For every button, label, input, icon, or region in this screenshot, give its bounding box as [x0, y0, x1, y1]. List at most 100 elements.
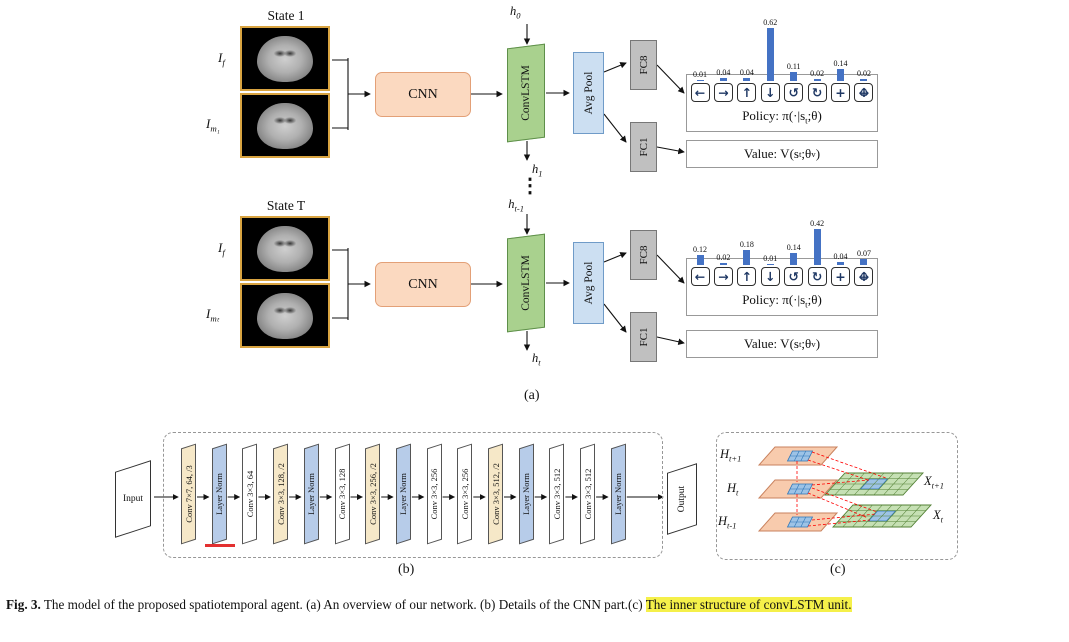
brain-scan — [257, 35, 313, 82]
convlstm-block-statet: ConvLSTM — [507, 233, 545, 333]
text: ;θ) — [807, 292, 822, 307]
action-prob-bar — [837, 261, 845, 265]
action-prob-bar — [813, 229, 821, 265]
action-prob-bar — [766, 263, 774, 265]
rotate-cw-icon: ↻ — [807, 83, 827, 102]
cnn-layer-label: Layer Norm — [214, 473, 225, 515]
state-t-label: State T — [266, 198, 306, 213]
text-sub: t+1 — [729, 453, 742, 464]
icon-glyph: ← — [694, 268, 706, 284]
ht-minus-1-label: ht-1 — [486, 197, 524, 214]
text-sub: f — [222, 247, 225, 258]
action-prob-label: 0.04 — [833, 251, 848, 261]
text-sub: t-1 — [727, 520, 737, 531]
cnn-layer-label: Conv 3×3, 128 — [337, 468, 347, 520]
zoom-plus-icon: + — [831, 267, 851, 286]
policy-action: 0.18↑ — [736, 200, 758, 286]
text: h — [510, 4, 517, 18]
policy-action: 0.04→ — [712, 16, 734, 102]
panel-c-label: (c) — [830, 562, 846, 577]
action-prob-bar — [837, 69, 845, 81]
policy-label: Policy: π(·|st;θ) — [686, 108, 878, 126]
fc1-label: FC1 — [637, 327, 650, 347]
cnn-layer-label: Layer Norm — [306, 473, 317, 515]
action-prob-bar — [696, 79, 704, 81]
policy-action: 0.02→ — [712, 200, 734, 286]
text-sub: f — [222, 57, 225, 68]
caption-prefix: Fig. 3. — [6, 597, 41, 612]
h0-label: h0 — [510, 4, 521, 21]
action-prob-bar — [743, 249, 751, 265]
text-sub: t — [798, 339, 802, 349]
action-prob-label: 0.42 — [810, 219, 825, 229]
text-sub: t — [940, 514, 944, 525]
bracket-line — [332, 248, 349, 320]
fc8-block-statet: FC8 — [630, 230, 657, 280]
text-sub: t — [798, 149, 802, 159]
text: I — [218, 50, 223, 65]
action-prob-label: 0.14 — [833, 59, 848, 69]
text: h — [508, 197, 515, 211]
icon-glyph: ↔ — [858, 268, 870, 284]
text: I — [206, 116, 211, 131]
text-sub: t-1 — [514, 203, 524, 214]
text: I — [206, 306, 211, 321]
fixed-image-label: If — [218, 50, 225, 68]
policy-action: 0.11↺ — [783, 16, 805, 102]
hidden-plane-label-t: Ht — [727, 481, 738, 498]
fc8-label: FC8 — [637, 55, 650, 75]
text-sub: v — [811, 339, 816, 349]
avgpool-block-statet: Avg Pool — [573, 242, 604, 324]
text-sub: v — [811, 149, 816, 159]
text: H — [720, 447, 730, 461]
convlstm-detail-box — [716, 432, 958, 560]
action-prob-label: 0.04 — [716, 67, 731, 77]
action-prob-bar — [860, 79, 868, 81]
icon-glyph: → — [718, 268, 729, 284]
figure-caption: Fig. 3. The model of the proposed spatio… — [6, 597, 1064, 613]
cnn-layer-conv: Conv 3×3, 256 — [457, 443, 473, 545]
text: Policy: π(·|s — [742, 292, 806, 307]
arrow-up-icon: ↑ — [737, 83, 757, 102]
output-label: Output — [677, 485, 687, 513]
zoom-plus-icon: + — [831, 83, 851, 102]
policy-panel-statet: 0.12←0.02→0.18↑0.01↓0.14↺0.42↻0.04+0.07↔… — [686, 200, 878, 332]
policy-panel-state1: 0.01←0.04→0.04↑0.62↓0.11↺0.02↻0.14+0.02↔… — [686, 16, 878, 148]
brain-scan — [257, 225, 313, 272]
cnn-layer-conv: Conv 3×3, 128 — [334, 443, 350, 545]
cnn-layer-label: Layer Norm — [398, 473, 409, 515]
fc1-block-state1: FC1 — [630, 122, 657, 172]
arrow-down-icon: ↓ — [760, 267, 780, 286]
action-prob-label: 0.07 — [856, 249, 871, 258]
arrow-right-icon: → — [713, 267, 733, 286]
action-prob-label: 0.04 — [739, 67, 754, 77]
text: ;θ) — [807, 108, 822, 123]
policy-label: Policy: π(·|st;θ) — [686, 292, 878, 310]
text: h — [532, 162, 539, 176]
policy-action: 0.01↓ — [759, 200, 781, 286]
arrow-left-icon: ← — [690, 83, 710, 102]
text-sub: t — [805, 299, 808, 310]
cnn-layer-norm: Layer Norm — [211, 443, 227, 545]
caption-highlight: The inner structure of convLSTM unit. — [645, 597, 852, 612]
policy-action: 0.14 + — [830, 16, 852, 102]
cnn-layer-label: Conv 3×3, 128, /2 — [275, 463, 286, 525]
text-sub: mₜ — [210, 313, 220, 324]
policy-action: 0.62↓ — [759, 16, 781, 102]
text: ) — [815, 336, 821, 351]
cnn-layer-conv: Conv 3×3, 256, /2 — [365, 443, 381, 545]
cnn-layer-label: Layer Norm — [521, 473, 532, 515]
fc1-block-statet: FC1 — [630, 312, 657, 362]
icon-glyph: ↑ — [741, 84, 753, 100]
arrow-left-icon: ← — [690, 267, 710, 286]
action-prob-bar — [743, 77, 751, 81]
caption-body: The model of the proposed spatiotemporal… — [40, 597, 646, 612]
action-prob-label: 0.01 — [693, 69, 707, 79]
hidden-plane-label-t-minus-1: Ht-1 — [718, 514, 736, 531]
text: ;θ — [801, 146, 812, 161]
text: ;θ — [801, 336, 812, 351]
text-sub: t — [805, 115, 808, 126]
policy-action: 0.02↻ — [806, 16, 828, 102]
